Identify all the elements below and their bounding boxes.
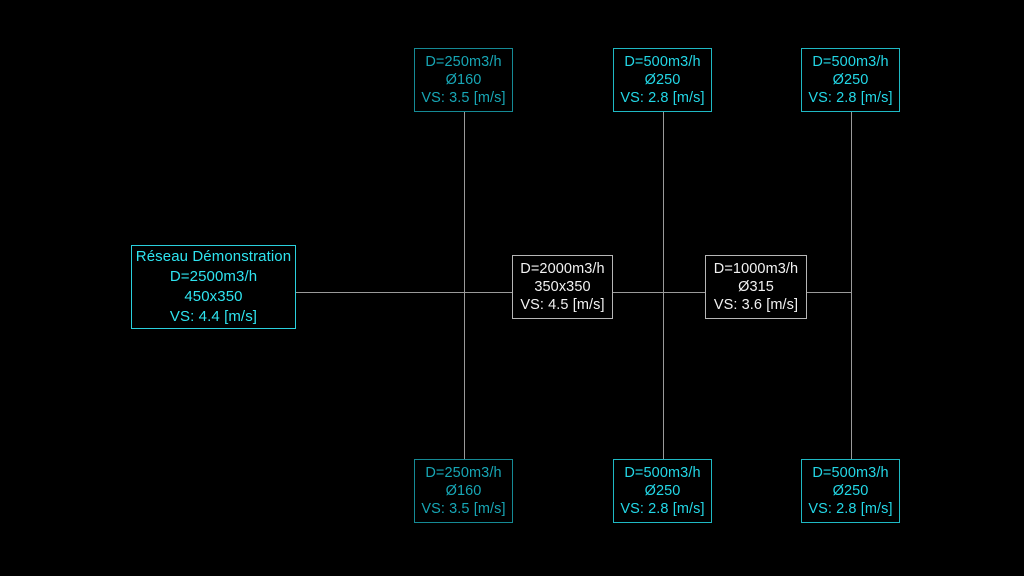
node-source-title: Réseau Démonstration <box>135 248 292 265</box>
node-branch-bottom-3-flow: D=500m3/h <box>812 465 889 481</box>
node-trunk-1[interactable]: D=2000m3/h 350x350 VS: 4.5 [m/s] <box>512 255 613 319</box>
node-branch-top-3-flow: D=500m3/h <box>812 54 889 70</box>
node-branch-top-3-size: Ø250 <box>832 72 869 88</box>
node-source-flow: D=2500m3/h <box>169 268 258 285</box>
node-branch-bottom-2-velocity: VS: 2.8 [m/s] <box>620 501 705 517</box>
node-branch-bottom-2-size: Ø250 <box>644 483 681 499</box>
node-branch-top-2[interactable]: D=500m3/h Ø250 VS: 2.8 [m/s] <box>613 48 712 112</box>
connector-riser-column-1-bottom <box>464 292 465 459</box>
node-trunk-2[interactable]: D=1000m3/h Ø315 VS: 3.6 [m/s] <box>705 255 807 319</box>
node-source-velocity: VS: 4.4 [m/s] <box>169 308 258 325</box>
node-branch-bottom-1-size: Ø160 <box>445 483 482 499</box>
connector-trunk1-to-trunk2 <box>612 292 705 293</box>
node-branch-top-1[interactable]: D=250m3/h Ø160 VS: 3.5 [m/s] <box>414 48 513 112</box>
connector-riser-column-3-top <box>851 112 852 292</box>
node-branch-top-3-velocity: VS: 2.8 [m/s] <box>808 90 893 106</box>
node-branch-top-1-size: Ø160 <box>445 72 482 88</box>
node-branch-top-2-size: Ø250 <box>644 72 681 88</box>
node-branch-top-1-velocity: VS: 3.5 [m/s] <box>421 90 506 106</box>
node-branch-top-2-velocity: VS: 2.8 [m/s] <box>620 90 705 106</box>
node-branch-bottom-1-velocity: VS: 3.5 [m/s] <box>421 501 506 517</box>
node-trunk-2-size: Ø315 <box>738 279 774 295</box>
connector-riser-column-2-bottom <box>663 292 664 459</box>
node-source-size: 450x350 <box>184 288 243 305</box>
connector-source-to-trunk1 <box>296 292 513 293</box>
node-branch-top-3[interactable]: D=500m3/h Ø250 VS: 2.8 [m/s] <box>801 48 900 112</box>
connector-riser-column-1-top <box>464 112 465 292</box>
node-branch-bottom-3-size: Ø250 <box>832 483 869 499</box>
node-branch-bottom-1[interactable]: D=250m3/h Ø160 VS: 3.5 [m/s] <box>414 459 513 523</box>
node-trunk-1-flow: D=2000m3/h <box>520 261 605 277</box>
connector-trunk2-to-riser3 <box>807 292 852 293</box>
node-branch-bottom-2-flow: D=500m3/h <box>624 465 701 481</box>
node-trunk-2-velocity: VS: 3.6 [m/s] <box>713 297 799 313</box>
node-branch-bottom-3[interactable]: D=500m3/h Ø250 VS: 2.8 [m/s] <box>801 459 900 523</box>
node-branch-bottom-1-flow: D=250m3/h <box>425 465 502 481</box>
node-trunk-1-velocity: VS: 4.5 [m/s] <box>520 297 605 313</box>
node-branch-bottom-3-velocity: VS: 2.8 [m/s] <box>808 501 893 517</box>
node-source[interactable]: Réseau Démonstration D=2500m3/h 450x350 … <box>131 245 296 329</box>
node-trunk-1-size: 350x350 <box>534 279 591 295</box>
node-branch-top-1-flow: D=250m3/h <box>425 54 502 70</box>
node-branch-top-2-flow: D=500m3/h <box>624 54 701 70</box>
node-trunk-2-flow: D=1000m3/h <box>713 261 799 277</box>
connector-riser-column-3-bottom <box>851 292 852 459</box>
connector-riser-column-2-top <box>663 112 664 292</box>
node-branch-bottom-2[interactable]: D=500m3/h Ø250 VS: 2.8 [m/s] <box>613 459 712 523</box>
